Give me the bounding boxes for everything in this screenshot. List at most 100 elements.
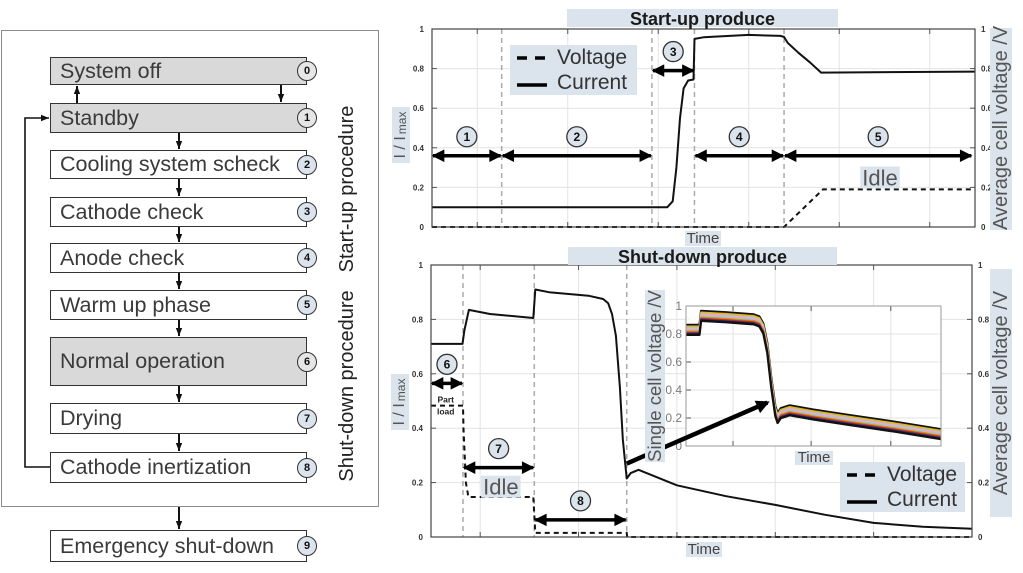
annotation-part-load-text: load [437, 407, 454, 417]
shutdown-y-axis-label: I / Imax [391, 374, 409, 430]
startup-y-axis-label: I / Imax [392, 107, 410, 163]
y-axis-label-text: I / I [392, 136, 409, 159]
procedure-frame [1, 30, 379, 507]
step-cathode-check: Cathode check 3 [50, 197, 317, 227]
right-y-tick-label: 0.8 [981, 65, 993, 74]
step-label: Standby [60, 105, 139, 130]
right-y-tick-label: 0.4 [978, 424, 990, 433]
cell-voltage-line [686, 319, 942, 441]
step-label: Emergency shut-down [60, 533, 274, 558]
solid-line-sample-icon [847, 499, 877, 504]
y-tick-label: 0.6 [412, 370, 424, 379]
y-tick-label: 0.4 [412, 424, 424, 433]
legend-label: Voltage [557, 46, 628, 69]
right-y-tick-label: 1 [981, 25, 986, 34]
shutdown-right-axis-label: Average cell voltage /V [990, 269, 1012, 517]
startup-right-axis-label: Average cell voltage /V [990, 25, 1012, 230]
y-tick-label: 0.4 [413, 144, 425, 153]
annotation-idle-text: Idle [483, 475, 518, 500]
y-tick-label: 0.4 [665, 383, 682, 397]
phase-number: 5 [875, 130, 882, 144]
step-drying: Drying 7 [50, 403, 317, 434]
series-current-line [432, 33, 976, 209]
flowchart-connectors [24, 85, 285, 529]
shutdown-chart-title: Shut-down produce [568, 247, 837, 267]
y-axis-label-subscript: max [395, 111, 409, 135]
step-number-badge: 5 [297, 295, 317, 315]
phase-number: 4 [736, 130, 743, 144]
step-label: Cooling system scheck [60, 152, 280, 176]
step-number-badge: 6 [297, 351, 317, 372]
axes-frame [685, 305, 942, 447]
y-tick-label: 0.6 [665, 355, 682, 369]
step-number-badge: 4 [297, 248, 317, 268]
step-cooling-system-check: Cooling system scheck 2 [50, 150, 317, 179]
y-tick-label: 1 [675, 299, 682, 313]
phase-4-badge [728, 126, 750, 148]
step-cathode-inertization: Cathode inertization 8 [50, 452, 317, 483]
phase-2-badge [566, 126, 588, 148]
startup-x-axis-label: Time [685, 230, 721, 247]
step-label: System off [60, 58, 162, 83]
y-axis-label-subscript: max [394, 378, 408, 402]
phase-6-badge [436, 353, 458, 375]
annotation-idle-text: Idle [862, 166, 897, 191]
inset-plot: 0 0.2 0.4 0.6 0.8 1 [665, 299, 942, 453]
step-number-badge: 1 [297, 108, 317, 128]
step-number-badge: 3 [297, 202, 317, 222]
step-label: Cathode inertization [60, 455, 252, 479]
step-number-badge: 2 [297, 154, 317, 175]
step-standby: Standby 1 [50, 103, 317, 133]
right-y-tick-label: 0.8 [978, 315, 990, 324]
step-label: Normal operation [60, 349, 225, 373]
right-y-tick-label: 0 [978, 533, 983, 542]
y-tick-label: 0.8 [413, 65, 425, 74]
phase-number: 7 [495, 442, 502, 456]
right-y-tick-label: 0.6 [981, 104, 993, 113]
axes-frame [430, 264, 973, 538]
step-number-badge: 9 [297, 536, 317, 556]
step-normal-operation: Normal operation 6 [50, 337, 317, 386]
phase-8-badge [569, 490, 592, 512]
startup-legend: Voltage Current [510, 45, 637, 95]
phase-number: 8 [577, 494, 584, 508]
return-loop-arrow [24, 114, 50, 468]
annotation-background [860, 166, 900, 189]
legend-entry-voltage: Voltage [517, 45, 637, 70]
phase-7-badge [487, 437, 510, 460]
phase-number: 2 [573, 130, 580, 144]
y-tick-label: 0.2 [665, 411, 682, 425]
y-axis-label-text: I / I [391, 403, 408, 426]
y-tick-label: 0.2 [413, 183, 425, 192]
y-tick-label: 0 [420, 223, 425, 232]
dashed-line-sample-icon [847, 472, 877, 477]
right-y-tick-label: 0.6 [978, 370, 990, 379]
y-tick-label: 0 [419, 533, 424, 542]
step-warm-up-phase: Warm up phase 5 [50, 290, 317, 320]
y-tick-label: 0.6 [413, 104, 425, 113]
step-anode-check: Anode check 4 [50, 243, 317, 273]
series-current-line [431, 288, 973, 530]
inset-x-axis-label: Time [795, 450, 833, 465]
step-number-badge: 8 [297, 457, 317, 478]
right-y-tick-label: 1 [978, 261, 983, 270]
annotation-background [481, 475, 521, 498]
step-label: Cathode check [60, 199, 204, 224]
right-y-tick-label: 0.2 [978, 479, 990, 488]
legend-entry-current: Current [847, 487, 965, 512]
y-tick-label: 1 [420, 25, 425, 34]
right-y-tick-label: 0 [981, 223, 986, 232]
y-tick-label: 0.8 [665, 327, 682, 341]
phase-number: 3 [670, 45, 677, 59]
y-tick-label: 0.8 [412, 315, 424, 324]
startup-chart-title: Start-up produce [567, 9, 838, 29]
phase-number: 6 [444, 358, 451, 372]
step-number-badge: 0 [297, 61, 317, 81]
legend-entry-voltage: Voltage [847, 462, 965, 487]
step-system-off: System off 0 [50, 57, 317, 85]
phase-3-badge [662, 40, 684, 63]
shutdown-x-axis-label: Time [686, 541, 722, 558]
y-tick-label: 0.2 [412, 479, 424, 488]
step-label: Anode check [60, 245, 185, 270]
y-tick-label: 0 [675, 439, 682, 453]
